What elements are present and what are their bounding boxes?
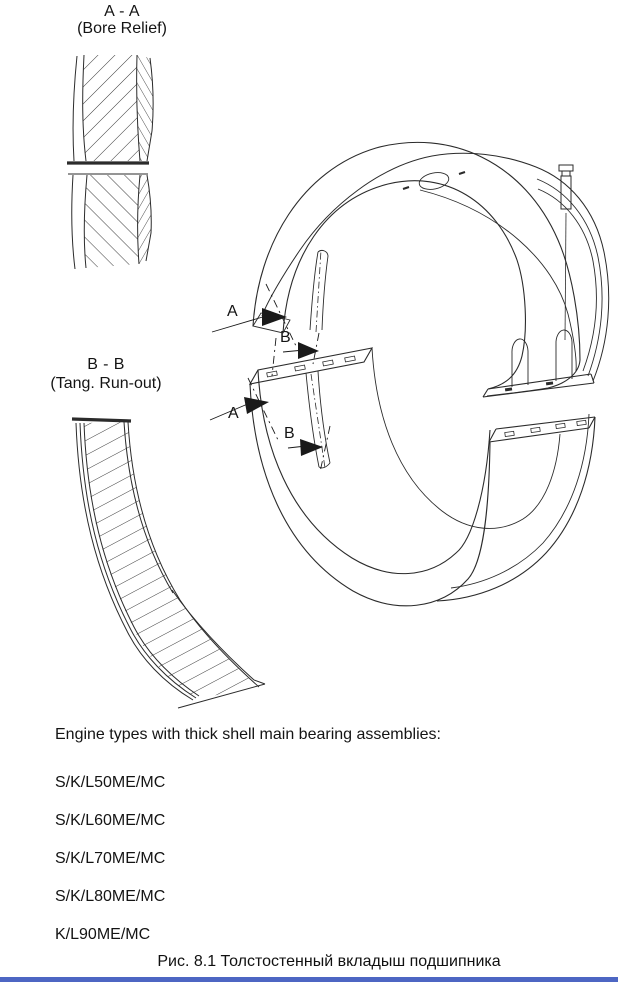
view-arrow-label-a-lower: A: [228, 405, 239, 422]
engine-type-item: K/L90ME/MC: [55, 926, 151, 943]
arrowhead-b-upper: [298, 342, 319, 359]
section-aa-drawing: [67, 54, 154, 270]
engine-type-item: S/K/L80ME/MC: [55, 888, 166, 905]
bottom-accent-bar: [0, 977, 618, 982]
engine-type-item: S/K/L50ME/MC: [55, 774, 166, 791]
section-bb-title: B - B: [87, 356, 125, 373]
arrowhead-a-lower: [244, 397, 269, 414]
view-arrow-label-b-lower: B: [284, 425, 295, 442]
view-arrow-label-a-upper: A: [227, 303, 238, 320]
arrowhead-a-upper: [262, 308, 287, 326]
engine-type-item: S/K/L70ME/MC: [55, 850, 166, 867]
view-arrows: [209, 283, 331, 473]
bearing-upper-shell: [252, 141, 610, 398]
figure-caption: Рис. 8.1 Толстостенный вкладыш подшипник…: [157, 953, 501, 970]
engine-type-item: S/K/L60ME/MC: [55, 812, 166, 829]
section-aa-title: A - A: [104, 3, 140, 20]
engine-types-heading: Engine types with thick shell main beari…: [55, 726, 441, 743]
locating-pin: [558, 164, 574, 341]
section-bb-subtitle: (Tang. Run-out): [50, 375, 162, 392]
view-arrow-label-b-upper: B: [280, 329, 291, 346]
section-aa-subtitle: (Bore Relief): [77, 20, 167, 37]
arrowhead-b-lower: [300, 439, 323, 456]
bearing-lower-shell: [248, 347, 596, 607]
section-bb-drawing: [71, 417, 266, 709]
